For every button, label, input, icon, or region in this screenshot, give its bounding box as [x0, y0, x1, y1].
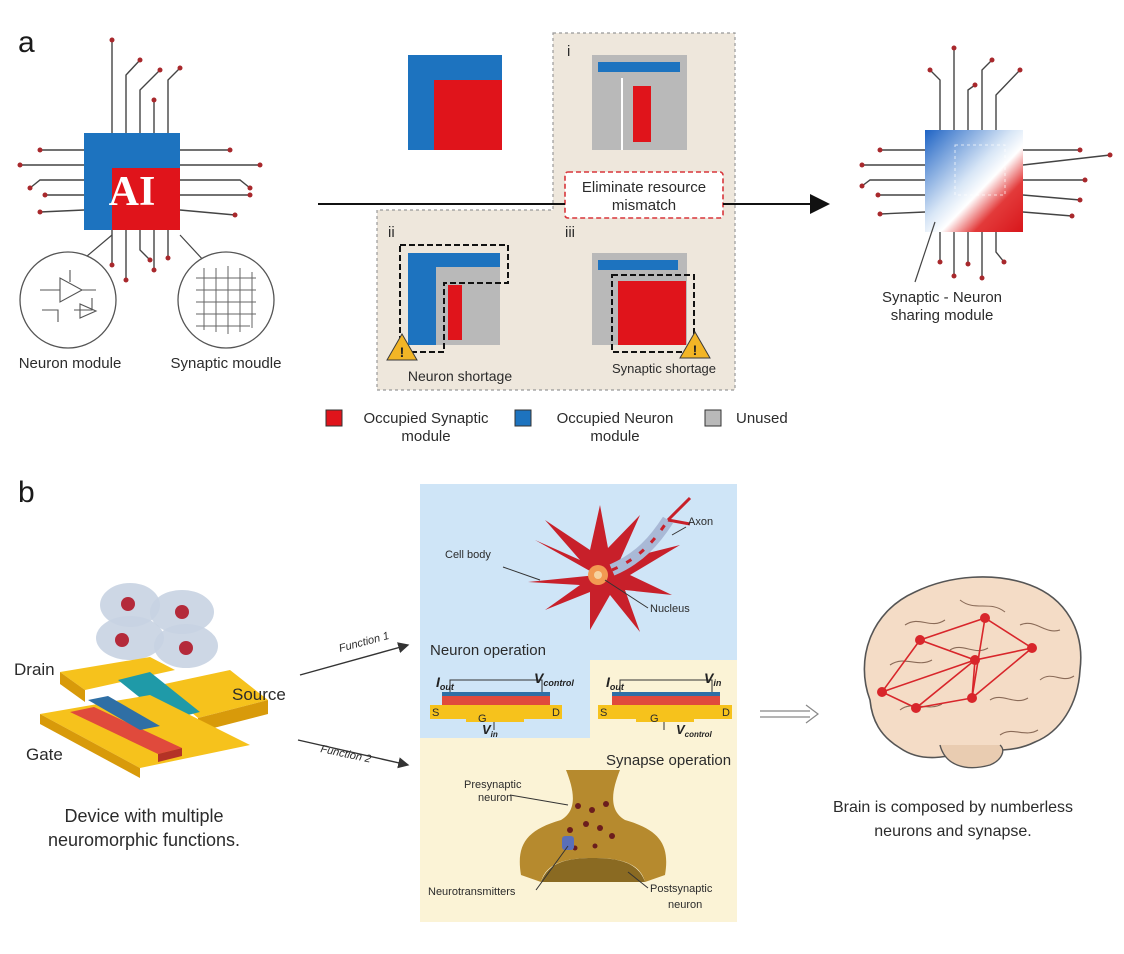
neuron-module-label: Neuron module — [19, 355, 122, 372]
function2-label: Function 2 — [319, 743, 372, 765]
subpanel-i-square — [592, 55, 687, 150]
ai-chip-pin-dots — [17, 37, 263, 283]
neuron-operation-label: Neuron operation — [430, 642, 546, 659]
subpanel-iii-square — [592, 253, 695, 353]
brain-transfer-arrow — [760, 704, 819, 724]
neuron-circuit-s: S — [432, 707, 439, 719]
subpanel-ii-square — [399, 244, 509, 353]
ai-chip: AI — [84, 133, 180, 230]
neuron-circuit-vcontrol: Vcontrol — [534, 670, 574, 688]
neuron-circuit-current: Iout — [436, 674, 455, 692]
legend-synaptic-line2: module — [401, 428, 450, 445]
eliminate-line2: mismatch — [612, 197, 676, 214]
postsynaptic-line1: Postsynaptic — [650, 883, 713, 895]
cell-body-pointer — [502, 566, 541, 581]
brain-caption-line2: neurons and synapse. — [874, 823, 1031, 840]
sharing-line1: Synaptic - Neuron — [882, 289, 1002, 306]
synapse-operation-label: Synapse operation — [606, 752, 731, 769]
neuron-operation-region — [420, 484, 737, 738]
device-caption-line1: Device with multiple — [64, 806, 223, 826]
source-label: Source — [232, 685, 286, 704]
panel-b-label: b — [18, 476, 35, 509]
neuron-circuit-vin: Vin — [482, 722, 498, 739]
brain-caption-line1: Brain is composed by numberless — [833, 799, 1073, 816]
svg-text:!: ! — [400, 344, 405, 360]
synapse-circuit-vcontrol: Vcontrol — [676, 722, 713, 739]
legend-swatch-neuron — [514, 409, 532, 427]
neuron-shortage-label: Neuron shortage — [408, 368, 513, 384]
eliminate-mismatch-box: Eliminate resource mismatch — [564, 171, 724, 219]
postsynaptic-line2: neuron — [668, 899, 702, 911]
postsynaptic-pointer — [627, 871, 649, 889]
legend-synaptic-line1: Occupied Synaptic — [363, 410, 489, 427]
subpanel-i-label: i — [567, 43, 570, 60]
synaptic-module-circle — [177, 251, 275, 349]
neuron-shortage-warning-icon: ! — [386, 332, 418, 361]
transistor-device — [40, 583, 268, 778]
synapse-circuit-vin: Vin — [704, 670, 722, 688]
sharing-chip-pins — [861, 48, 1111, 278]
neuron-circuit-d: D — [552, 707, 560, 719]
function2-arrow — [297, 739, 410, 769]
mismatch-demo-square — [408, 55, 502, 150]
neuron-module-circle — [19, 251, 117, 349]
gate-label: Gate — [26, 745, 63, 764]
function1-arrow — [299, 642, 410, 676]
legend: Occupied Synaptic module Occupied Neuron… — [325, 409, 788, 445]
axon-label: Axon — [688, 516, 713, 528]
device-caption-line2: neuromorphic functions. — [48, 830, 240, 850]
panel-a-label: a — [18, 26, 35, 59]
subpanel-ii-label: ii — [388, 224, 395, 241]
neuron-circuit — [430, 679, 562, 730]
neurotransmitters-pointer — [535, 845, 569, 891]
nucleus-label: Nucleus — [650, 603, 690, 615]
chip-label: AI — [109, 169, 156, 215]
subpanel-iii-label: iii — [565, 224, 575, 241]
synaptic-shortage-label: Synaptic shortage — [612, 361, 716, 376]
synapse-circuit-d: D — [722, 707, 730, 719]
neurotransmitters-label: Neurotransmitters — [428, 886, 516, 898]
nucleus-pointer — [604, 579, 649, 609]
synapse-circuit — [598, 679, 732, 730]
legend-swatch-unused — [704, 409, 722, 427]
neuron-circuit-g: G — [478, 713, 487, 725]
sharing-chip-pin-dots — [859, 45, 1113, 281]
brain-illustration — [863, 576, 1082, 769]
axon-pointer — [671, 526, 687, 536]
synapse-leader-line — [179, 234, 206, 263]
synapse-circuit-s: S — [600, 707, 607, 719]
cell-body-label: Cell body — [445, 549, 491, 561]
legend-neuron-line1: Occupied Neuron — [557, 410, 674, 427]
eliminate-line1: Eliminate resource — [582, 179, 706, 196]
legend-unused-label: Unused — [736, 410, 788, 427]
ai-chip-pins — [20, 40, 260, 280]
legend-neuron-line2: module — [590, 428, 639, 445]
drain-label: Drain — [14, 660, 55, 679]
synaptic-module-label: Synaptic moudle — [171, 355, 282, 372]
svg-text:!: ! — [693, 342, 698, 358]
presynaptic-line1: Presynaptic — [464, 779, 522, 791]
function1-label: Function 1 — [338, 630, 391, 655]
synaptic-shortage-warning-icon: ! — [679, 330, 711, 359]
presynaptic-line2: neuron — [478, 792, 512, 804]
neuron-illustration — [528, 496, 692, 632]
synapse-circuit-current: Iout — [606, 674, 625, 692]
sharing-chip — [925, 130, 1023, 232]
sharing-line2: sharing module — [891, 307, 994, 324]
synapse-circuit-g: G — [650, 713, 659, 725]
legend-swatch-synaptic — [325, 409, 343, 427]
synapse-illustration — [519, 770, 667, 882]
sharing-leader-line — [914, 221, 936, 283]
presynaptic-pointer — [509, 794, 569, 806]
